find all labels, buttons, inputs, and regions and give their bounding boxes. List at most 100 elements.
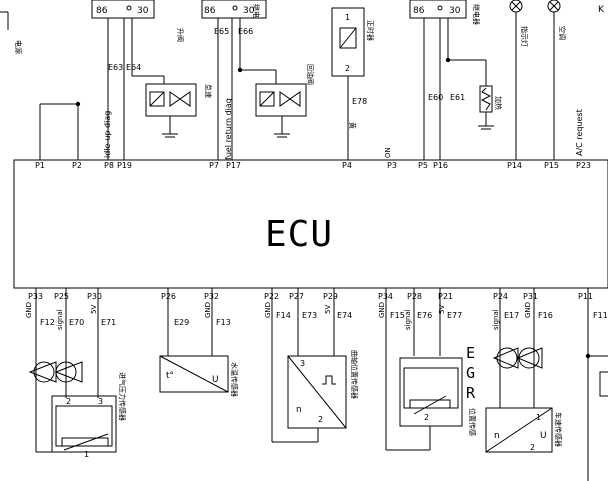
- solenoid-valve-2: [255, 83, 307, 117]
- conn-F15: F15: [390, 311, 405, 320]
- temp-sensor-box: [159, 355, 229, 393]
- pin-P4: P4: [342, 161, 352, 170]
- conn-E61: E61: [450, 93, 465, 102]
- conn-E60: E60: [428, 93, 443, 102]
- pin-P21: P21: [438, 292, 453, 301]
- left-sensor-label: 进气压力传感器: [118, 372, 127, 421]
- coil-pin-2: 2: [345, 64, 350, 73]
- annot-gnd-1: GND: [25, 302, 33, 318]
- pin-P5: P5: [418, 161, 428, 170]
- relay-3-contact: [437, 5, 443, 11]
- pin-P11: P11: [578, 292, 593, 301]
- ecu-box: [13, 159, 608, 289]
- pin-P19: P19: [117, 161, 132, 170]
- relay-box-3: [409, 0, 467, 19]
- annot-signal-3: signal: [492, 309, 500, 330]
- signal-fuel-return-diag: fuel return diag: [224, 98, 233, 160]
- signal-idle-up-diag: idle-up diag: [103, 111, 112, 158]
- sensor-left-pin2: 2: [66, 397, 71, 406]
- speed-sensor-symbol: n: [296, 405, 302, 415]
- coil-label: 正时器: [366, 20, 375, 41]
- conn-E63: E63: [108, 63, 123, 72]
- sensor-left-pin3: 3: [98, 397, 103, 406]
- pin-P3: P3: [387, 161, 397, 170]
- conn-E71: E71: [101, 318, 116, 327]
- annot-gnd-4: GND: [378, 302, 386, 318]
- pin-P27: P27: [289, 292, 304, 301]
- conn-F13: F13: [216, 318, 231, 327]
- valve-1-label: 升阀: [176, 28, 185, 42]
- lamp-2-label: 空调: [558, 26, 567, 40]
- temp-sensor-symbol: t°: [166, 371, 174, 381]
- pin-P14: P14: [507, 161, 522, 170]
- relay-3-pin86: 86: [413, 6, 425, 16]
- signal-on: ON: [384, 147, 392, 158]
- pin-P26: P26: [161, 292, 176, 301]
- conn-E77: E77: [447, 311, 462, 320]
- resistor-label: 加热: [494, 96, 503, 110]
- pin-P23: P23: [576, 161, 591, 170]
- conn-F12: F12: [40, 318, 55, 327]
- right-sensor-box: [485, 407, 553, 453]
- speed-sensor-pin2: 2: [318, 415, 323, 424]
- relay-1-pin86: 86: [96, 6, 108, 16]
- pin-P24: P24: [493, 292, 508, 301]
- pin-P2: P2: [72, 161, 82, 170]
- sensor-left-pin1: 1: [84, 450, 89, 459]
- egr-sensor-pin2: 2: [424, 413, 429, 422]
- valve-2-label: 回油阀: [306, 64, 315, 85]
- conn-E70: E70: [69, 318, 84, 327]
- relay-box-1: [91, 0, 155, 19]
- left-edge-label: 电源: [14, 40, 23, 54]
- right-sensor-n: n: [494, 431, 500, 441]
- heater-resistor: [479, 85, 493, 113]
- egr-letter-r: R: [466, 384, 476, 402]
- pin-P30: P30: [87, 292, 102, 301]
- relay-2-contact: [232, 5, 238, 11]
- egr-letter-e: E: [466, 344, 475, 362]
- conn-E73: E73: [302, 311, 317, 320]
- lamp-1-label: 指示灯: [520, 26, 529, 47]
- relay-box-2: [201, 0, 267, 19]
- relay-3-label: 继电器: [472, 4, 481, 25]
- annot-5v-3: 5V: [438, 305, 446, 314]
- conn-E78: E78: [352, 97, 367, 106]
- conn-E64: E64: [126, 63, 141, 72]
- pin-P31: P31: [523, 292, 538, 301]
- edge-component: [599, 371, 608, 397]
- conn-F14: F14: [276, 311, 291, 320]
- pin-P15: P15: [544, 161, 559, 170]
- pin-P1: P1: [35, 161, 45, 170]
- pin-P7: P7: [209, 161, 219, 170]
- conn-F16: F16: [538, 311, 553, 320]
- annot-signal-1: signal: [56, 309, 64, 330]
- relay-2-pin30: 30: [243, 6, 255, 16]
- pin-P25: P25: [54, 292, 69, 301]
- speed-sensor-label: 曲轴位置传感器: [350, 350, 359, 399]
- pin-P17: P17: [226, 161, 241, 170]
- coil-pin-1: 1: [345, 13, 350, 22]
- valve-2-top-label: 继电: [252, 4, 261, 18]
- pin-P28: P28: [407, 292, 422, 301]
- pin-P16: P16: [433, 161, 448, 170]
- right-sensor-pin1: 1: [536, 413, 541, 422]
- annot-gnd-2: GND: [204, 302, 212, 318]
- relay-1-pin30: 30: [137, 6, 149, 16]
- conn-E17: E17: [504, 311, 519, 320]
- signal-ac-request: A/C request: [575, 109, 584, 156]
- annot-signal-2: signal: [404, 309, 412, 330]
- egr-sensor-box: [399, 357, 463, 427]
- annot-gnd-5: GND: [524, 302, 532, 318]
- solenoid-valve-1: [145, 83, 197, 117]
- temp-sensor-label: 水温传感器: [230, 362, 239, 397]
- ecu-label: ECU: [265, 214, 333, 255]
- annot-gnd-3: GND: [264, 302, 272, 318]
- valve-1-side-label: 怠速: [204, 84, 213, 98]
- pin-P8: P8: [104, 161, 114, 170]
- annot-5v-1: 5V: [90, 305, 98, 314]
- speed-sensor-box: [287, 355, 347, 429]
- relay-3-pin30: 30: [449, 6, 461, 16]
- conn-E66: E66: [238, 27, 253, 36]
- conn-E76: E76: [417, 311, 432, 320]
